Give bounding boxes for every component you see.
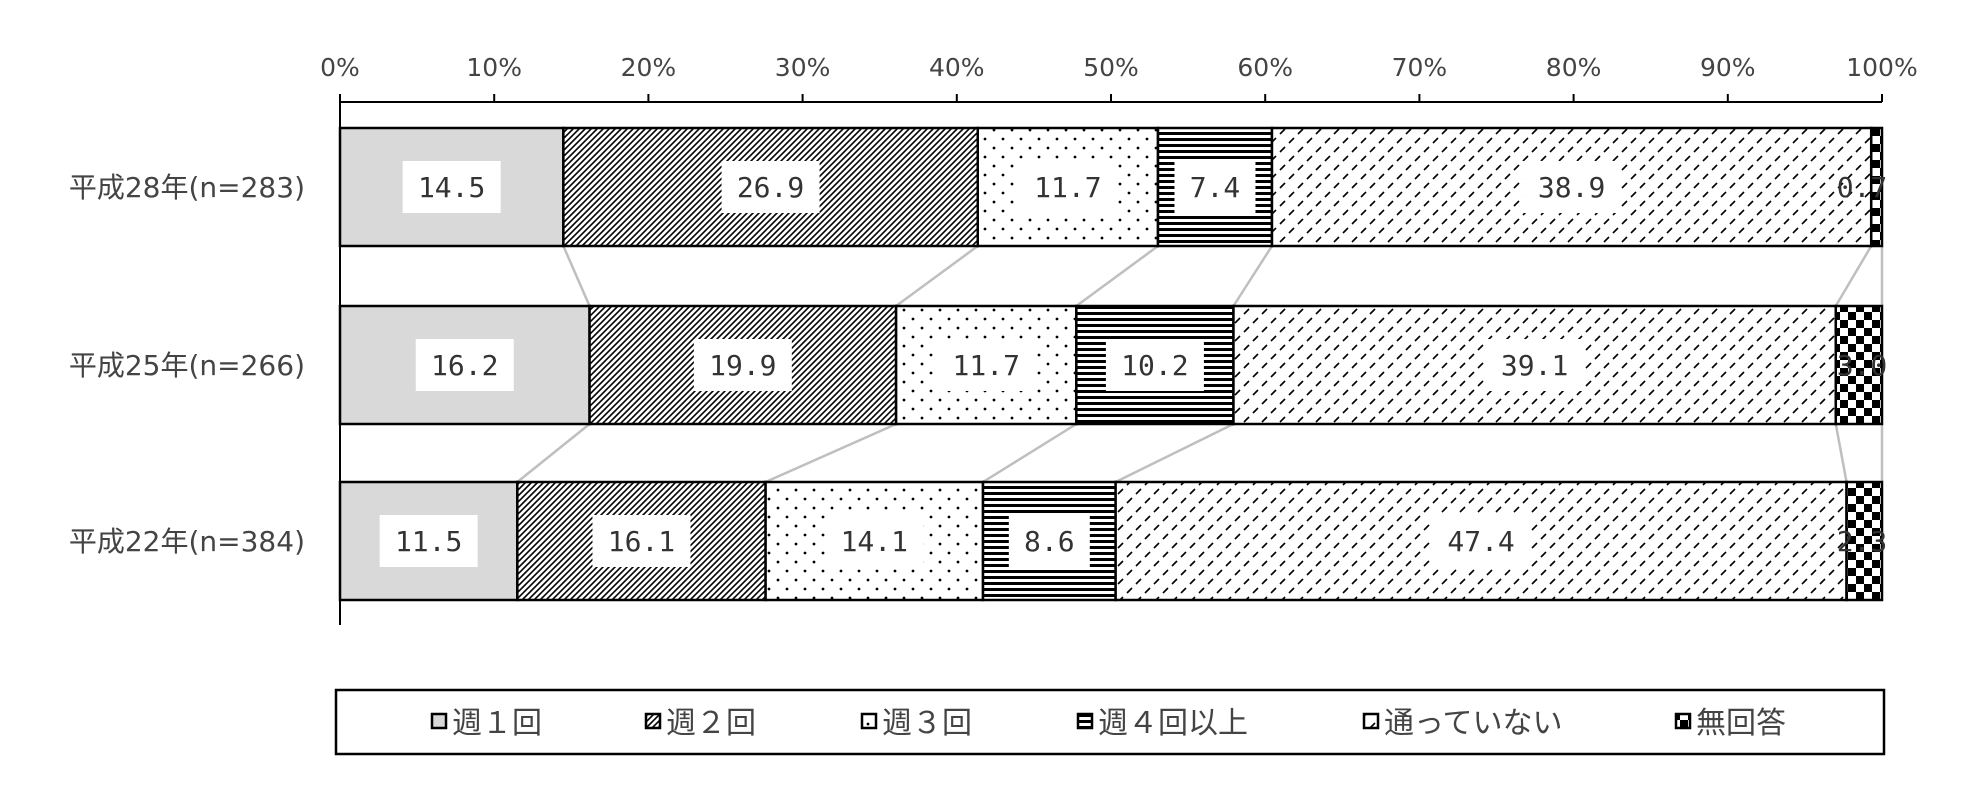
- legend-swatch: [1674, 712, 1692, 730]
- x-tick-label: 20%: [621, 53, 677, 82]
- data-label-box: [1008, 515, 1090, 567]
- data-label-box: [1522, 161, 1621, 213]
- legend-label: 週３回: [882, 706, 972, 741]
- legend-label: 無回答: [1696, 706, 1786, 741]
- series-connector-line: [1115, 422, 1235, 484]
- legend-label: 週２回: [666, 706, 756, 741]
- data-label-box: [693, 339, 792, 391]
- legend-label: 通っていない: [1384, 706, 1563, 741]
- data-label-box: [1485, 339, 1584, 391]
- x-tick-label: 10%: [466, 53, 522, 82]
- data-label: 11.7: [1034, 171, 1101, 204]
- x-tick-label: 40%: [929, 53, 985, 82]
- bar-segment: [976, 126, 1160, 248]
- data-label-box: [1105, 339, 1204, 391]
- series-connector-line: [1834, 245, 1873, 307]
- data-label: 47.4: [1447, 525, 1514, 558]
- x-tick-label: 100%: [1846, 53, 1917, 82]
- data-label: 16.2: [431, 349, 498, 382]
- data-label: 2.3: [1837, 525, 1888, 558]
- category-labels: 平成28年(n=283) 平成25年(n=266) 平成22年(n=384): [69, 171, 305, 558]
- legend-swatch: [1076, 712, 1094, 730]
- data-labels: 14.5 26.9 11.7 7.4 38.9 0.7 16.2 19.9 11.7 10.2 39…: [379, 161, 1888, 567]
- legend-label: 週４回以上: [1098, 706, 1248, 741]
- legend-swatch: [430, 712, 448, 730]
- legend-swatch: [860, 712, 878, 730]
- data-label: 39.1: [1501, 349, 1568, 382]
- x-tick-label: 50%: [1083, 53, 1139, 82]
- data-label-box: [825, 515, 924, 567]
- legend-label: 週１回: [452, 706, 542, 741]
- series-connector-line: [1834, 423, 1848, 483]
- data-label: 10.2: [1121, 349, 1188, 382]
- data-label: 7.4: [1190, 171, 1241, 204]
- series-connector-line: [1075, 244, 1159, 308]
- data-label-box: [937, 339, 1036, 391]
- x-tick-label: 90%: [1700, 53, 1756, 82]
- data-label: 16.1: [608, 525, 675, 558]
- data-label-box: [415, 339, 514, 391]
- x-tick-label: 0%: [320, 53, 360, 82]
- data-label: 26.9: [737, 171, 804, 204]
- x-tick-label: 70%: [1392, 53, 1448, 82]
- data-label: 8.6: [1024, 525, 1075, 558]
- data-label-box: [592, 515, 691, 567]
- legend-box: [334, 688, 1886, 756]
- data-label: 38.9: [1538, 171, 1605, 204]
- bar-segment: [1834, 304, 1884, 426]
- legend-swatch: [644, 712, 662, 730]
- series-connector-lines: [516, 244, 1884, 484]
- data-label: 11.7: [953, 349, 1020, 382]
- data-label-box: [379, 515, 478, 567]
- series-connector-line: [895, 244, 979, 308]
- data-label: 19.9: [709, 349, 776, 382]
- bar-segment: [1869, 126, 1884, 248]
- category-label: 平成25年(n=266): [69, 349, 305, 382]
- x-tick-label: 80%: [1546, 53, 1602, 82]
- series-connector-line: [562, 245, 591, 307]
- data-label: 14.1: [841, 525, 908, 558]
- x-tick-label: 60%: [1237, 53, 1293, 82]
- data-label: 0.7: [1837, 171, 1888, 204]
- data-label: 11.5: [395, 525, 462, 558]
- data-label-box: [721, 161, 820, 213]
- data-label: 3.0: [1837, 349, 1888, 382]
- series-connector-line: [982, 422, 1077, 484]
- series-connector-line: [516, 423, 591, 483]
- bar-segment: [1845, 480, 1884, 602]
- data-label-box: [1018, 161, 1117, 213]
- x-tick-label: 30%: [775, 53, 831, 82]
- data-label-box: [402, 161, 501, 213]
- series-connector-line: [1232, 245, 1274, 307]
- data-label: 14.5: [418, 171, 485, 204]
- data-label-box: [1432, 515, 1531, 567]
- legend: 週１回 週２回 週３回 週４回以上 通っていない 無回答: [334, 688, 1886, 756]
- legend-swatch: [1362, 712, 1380, 730]
- category-label: 平成28年(n=283): [69, 171, 305, 204]
- data-label-box: [1174, 161, 1256, 213]
- category-label: 平成22年(n=384): [69, 525, 305, 558]
- series-connector-line: [765, 422, 897, 484]
- bar-area: [338, 126, 1884, 602]
- value-axis: 0% 10% 20% 30% 40% 50% 60% 70% 80% 90% 100%: [320, 53, 1918, 625]
